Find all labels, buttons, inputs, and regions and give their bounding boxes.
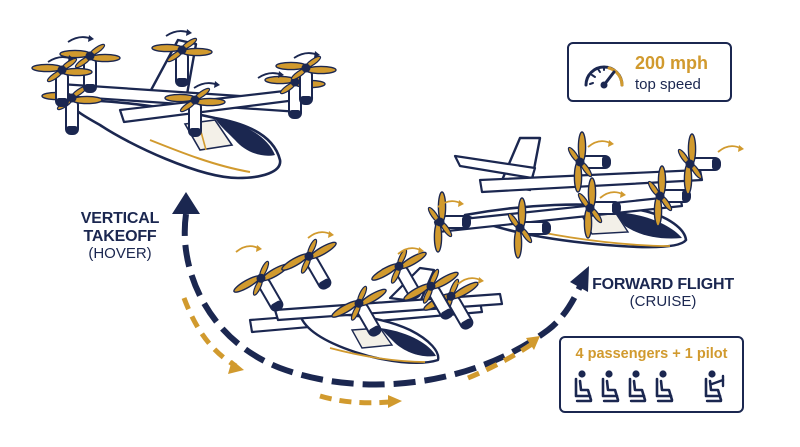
forward-flight-label: FORWARD FLIGHT (CRUISE)	[588, 276, 738, 311]
aircraft-forward	[427, 132, 745, 258]
aircraft-transition	[228, 230, 504, 365]
capacity-text: 4 passengers + 1 pilot	[575, 346, 728, 362]
seat-icon	[601, 370, 620, 403]
seat-icon	[655, 370, 674, 403]
forward-title: FORWARD FLIGHT	[592, 276, 734, 293]
pilot-icon	[704, 370, 725, 403]
seating-icons	[574, 370, 725, 403]
aircraft-hover	[32, 28, 336, 180]
speedometer-icon	[584, 65, 624, 89]
seat-icon	[574, 370, 593, 403]
takeoff-arrowhead-icon	[172, 192, 200, 214]
speed-value: 200 mph	[635, 53, 709, 73]
top-speed-card: 200 mph top speed	[567, 42, 732, 102]
flight-path	[172, 192, 589, 408]
takeoff-subtitle: (HOVER)	[88, 244, 152, 262]
speed-caption: top speed	[635, 76, 701, 93]
forward-subtitle: (CRUISE)	[629, 292, 697, 310]
vertical-takeoff-label: VERTICAL TAKEOFF (HOVER)	[60, 210, 180, 263]
seat-icon	[628, 370, 647, 403]
cruise-arrowhead-icon	[570, 266, 589, 292]
takeoff-title: VERTICAL TAKEOFF	[80, 210, 160, 245]
capacity-card: 4 passengers + 1 pilot	[559, 336, 744, 413]
